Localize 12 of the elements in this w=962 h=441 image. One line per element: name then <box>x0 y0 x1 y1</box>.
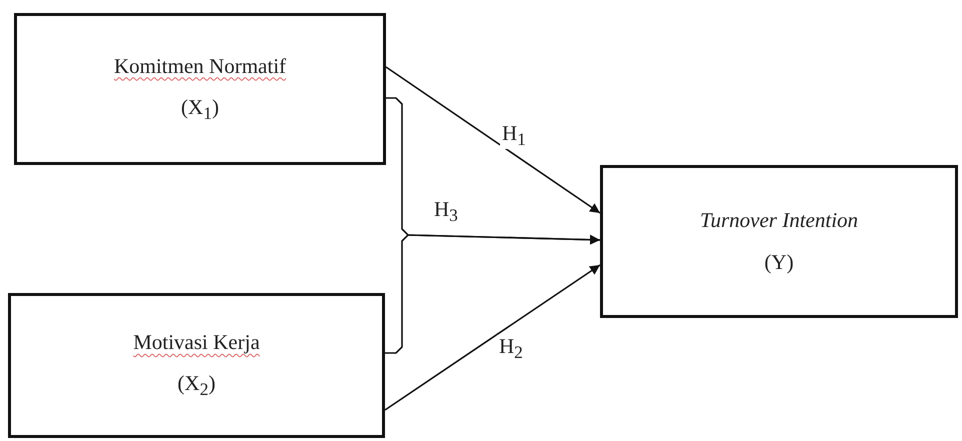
variable-box <box>600 165 958 318</box>
variable-box <box>14 13 386 165</box>
variable-symbol: (X$_{2}$) <box>178 372 216 400</box>
arrow <box>384 264 600 411</box>
variable-name: Motivasi Kerja <box>133 331 260 354</box>
variable-symbol: (X$_{1}$) <box>181 96 219 124</box>
variable-symbol: (Y) <box>764 250 794 274</box>
arrow <box>386 66 600 214</box>
variable-name: Komitmen Normatif <box>114 54 286 78</box>
arrow <box>385 234 600 354</box>
variable-box <box>8 293 385 438</box>
variable-name: Turnover Intention <box>700 209 858 232</box>
